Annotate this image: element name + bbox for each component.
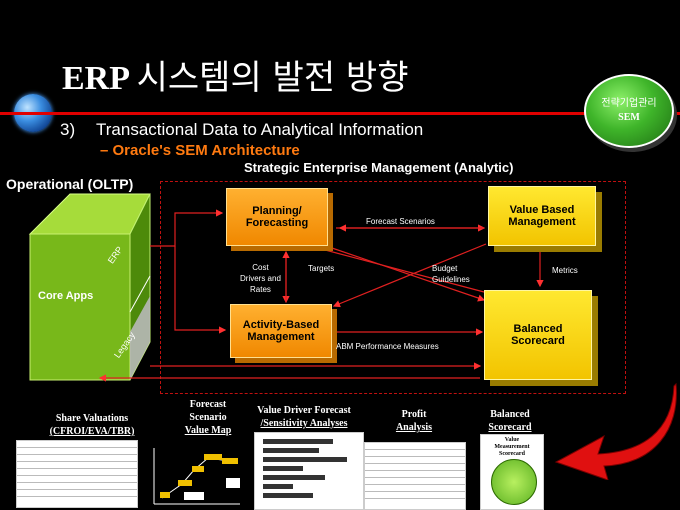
badge-line1: 전략기업관리	[601, 98, 657, 109]
core-apps-cube	[28, 193, 151, 381]
edge-label-forecast-scenarios: Forecast Scenarios	[366, 217, 435, 226]
planning-forecasting-box: Planning/Forecasting	[226, 188, 328, 246]
title-divider	[0, 112, 680, 115]
caption-forecast-l2: Scenario	[189, 412, 227, 423]
thumbnail-scorecard: Value Measurement Scorecard	[480, 434, 544, 510]
caption-value-driver: Value Driver Forecast /Sensitivity Analy…	[246, 404, 362, 430]
thumbnail-profit-table	[364, 442, 466, 510]
badge-line2: SEM	[618, 112, 640, 123]
caption-profit-analysis: Profit Analysis	[384, 408, 444, 434]
section-subtitle: 3) Transactional Data to Analytical Infor…	[60, 120, 423, 140]
activity-line2: Management	[247, 331, 315, 343]
caption-vd-l1: Value Driver Forecast	[257, 405, 351, 416]
caption-vd-l2: /Sensitivity Analyses	[260, 418, 348, 429]
balanced-line1: Balanced	[513, 323, 563, 335]
thumbnail-share-valuations-table	[16, 440, 138, 508]
core-apps-label: Core Apps	[38, 290, 94, 302]
caption-forecast-l1: Forecast	[189, 399, 227, 410]
caption-bsc-l2: Scorecard	[488, 422, 532, 433]
subtitle-text: Transactional Data to Analytical Informa…	[96, 120, 424, 139]
caption-share-l1: Share Valuations	[55, 413, 129, 424]
caption-share-l2: (CFROI/EVA/TBR)	[49, 426, 135, 437]
value-based-line2: Management	[508, 216, 576, 228]
thumbnail-sensitivity-chart	[254, 432, 364, 510]
edge-label-targets: Targets	[308, 264, 335, 273]
edge-label-abm-performance: ABM Performance Measures	[336, 342, 439, 351]
value-based-line1: Value Based	[509, 204, 575, 216]
sem-badge: 전략기업관리 SEM	[584, 74, 674, 148]
caption-forecast-scenario: Forecast Scenario Value Map	[170, 398, 246, 437]
red-curved-arrow-icon	[554, 382, 677, 480]
cost-drivers-l3: Rates	[250, 285, 271, 294]
budget-l2: Guidelines	[432, 275, 470, 284]
caption-profit-l2: Analysis	[395, 422, 433, 433]
scorecard-thumb-l1: Value	[504, 437, 520, 443]
thumbnail-forecast-value-map	[148, 440, 244, 508]
edge-label-cost-drivers: Cost Drivers and Rates	[240, 262, 281, 295]
caption-bsc-l1: Balanced	[490, 409, 530, 420]
operational-heading: Operational (OLTP)	[6, 176, 134, 192]
balanced-line2: Scorecard	[511, 335, 565, 347]
scorecard-thumb-l2: Measurement	[494, 444, 530, 450]
edge-label-budget-guidelines: Budget Guidelines	[432, 263, 470, 285]
caption-share-valuations: Share Valuations (CFROI/EVA/TBR)	[40, 412, 144, 438]
edge-label-metrics: Metrics	[552, 266, 578, 275]
sem-boundary	[160, 181, 626, 394]
caption-forecast-l3: Value Map	[184, 425, 232, 436]
caption-balanced-scorecard: Balanced Scorecard	[478, 408, 542, 434]
sem-heading: Strategic Enterprise Management (Analyti…	[244, 160, 514, 175]
planning-line1: Planning/	[252, 205, 302, 217]
scorecard-thumb-l3: Scorecard	[499, 451, 525, 457]
scorecard-thumb-title: Value Measurement Scorecard	[481, 437, 543, 458]
title-latin: ERP	[62, 60, 129, 97]
cost-drivers-l2: Drivers and	[240, 274, 281, 283]
section-subheading: – Oracle's SEM Architecture	[100, 142, 300, 159]
title-korean: 시스템의 발전 방향	[136, 58, 409, 98]
caption-profit-l1: Profit	[401, 409, 427, 420]
planning-line2: Forecasting	[245, 217, 309, 229]
page-title: ERP 시스템의 발전 방향	[62, 50, 408, 99]
scorecard-thumb-circle	[491, 459, 537, 505]
budget-l1: Budget	[432, 264, 458, 273]
activity-line1: Activity-Based	[242, 319, 320, 331]
subtitle-number: 3)	[60, 120, 76, 139]
cost-drivers-l1: Cost	[252, 263, 269, 272]
